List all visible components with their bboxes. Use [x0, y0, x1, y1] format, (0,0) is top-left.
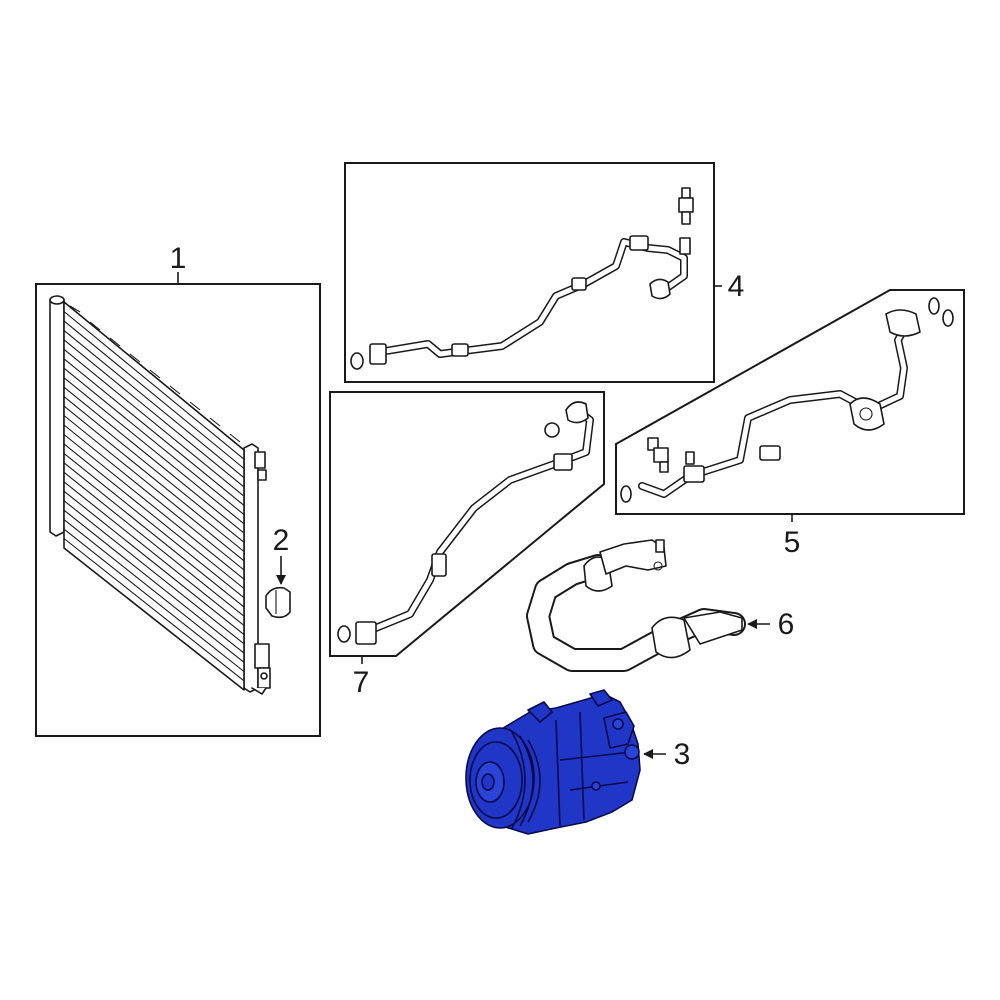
dryer-plug — [265, 586, 291, 619]
callout-2-label: 2 — [273, 524, 290, 557]
callout-1-label: 1 — [170, 242, 187, 275]
dryer-plug-group[interactable]: 2 — [265, 524, 291, 619]
discharge-line — [337, 401, 594, 645]
condenser-core — [49, 295, 271, 695]
callout-4-label: 4 — [728, 270, 745, 303]
compressor-group[interactable]: 3 — [465, 689, 691, 835]
suction-line — [620, 297, 954, 503]
discharge-line-group[interactable]: 7 — [329, 391, 605, 699]
liquid-line-frame — [344, 162, 715, 383]
callout-5-label: 5 — [784, 526, 801, 559]
compressor — [465, 689, 641, 835]
callout-3-label: 3 — [674, 738, 691, 771]
callout-7-label: 7 — [353, 666, 370, 699]
liquid-line-group[interactable]: 4 — [344, 162, 745, 383]
suction-hose — [526, 539, 746, 672]
condenser-group[interactable]: 1 — [35, 242, 321, 737]
suction-line-group[interactable]: 5 — [615, 289, 965, 559]
liquid-line — [350, 187, 694, 370]
suction-line-frame — [615, 289, 965, 515]
callout-6-label: 6 — [778, 608, 795, 641]
suction-hose-group[interactable]: 6 — [526, 539, 795, 672]
discharge-line-frame — [329, 391, 605, 657]
